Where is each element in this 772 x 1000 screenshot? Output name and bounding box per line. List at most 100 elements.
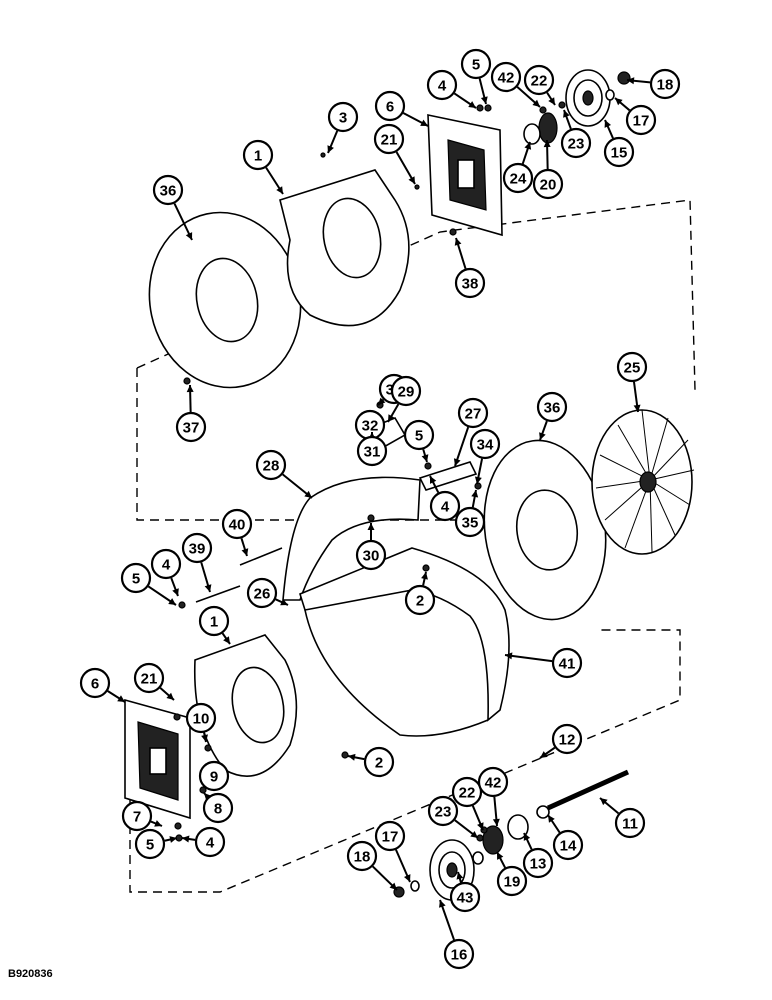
callout-circle: [523, 64, 555, 96]
leader-arrowhead: [604, 120, 612, 128]
callout-circle: [616, 351, 648, 383]
callout-number: 2: [375, 755, 383, 772]
callout-number: 5: [472, 57, 480, 74]
leader-arrowhead: [627, 77, 635, 85]
leader-arrowhead: [117, 695, 125, 702]
callout-29: 29: [387, 375, 422, 423]
callout-2: 2: [404, 571, 436, 616]
callout-labels: 1345621422218171523202438363733323129275…: [79, 48, 681, 970]
callout-circle: [496, 865, 528, 897]
leader-arrowhead: [456, 872, 464, 880]
callout-number: 3: [339, 110, 347, 127]
callout-circle: [429, 490, 461, 522]
callout-30: 30: [355, 523, 387, 571]
callout-number: 25: [624, 360, 641, 377]
callout-number: 43: [457, 890, 474, 907]
callout-circle: [449, 881, 481, 913]
callout-circle: [522, 847, 554, 879]
callout-number: 6: [91, 676, 99, 693]
callout-circle: [181, 532, 213, 564]
leader-arrowhead: [420, 119, 428, 126]
callout-circle: [346, 840, 378, 872]
leader-arrowhead: [168, 598, 176, 605]
leader-arrowhead: [505, 652, 513, 660]
callout-number: 18: [354, 849, 371, 866]
callout-circle: [120, 562, 152, 594]
callout-number: 1: [254, 148, 262, 165]
callout-23: 23: [427, 795, 479, 839]
callout-7: 7: [121, 800, 163, 832]
callout-circle: [202, 792, 234, 824]
callout-circle: [194, 826, 226, 858]
leader-arrowhead: [408, 176, 415, 184]
callout-number: 2: [416, 593, 424, 610]
callout-number: 19: [504, 874, 521, 891]
callout-circle: [374, 820, 406, 852]
callout-circle: [373, 123, 405, 155]
leader-arrowhead: [223, 636, 230, 644]
callout-circle: [490, 61, 522, 93]
leader-arrowhead: [276, 186, 283, 194]
callout-circle: [454, 267, 486, 299]
callout-number: 42: [498, 70, 515, 87]
callout-5: 5: [134, 828, 178, 860]
callout-circle: [152, 174, 184, 206]
leader-arrowhead: [378, 397, 386, 405]
callout-circle: [457, 397, 489, 429]
callout-circle: [443, 938, 475, 970]
callout-circle: [625, 104, 657, 136]
leader-arrowhead: [539, 432, 546, 440]
callout-circle: [551, 647, 583, 679]
callout-circle: [150, 548, 182, 580]
callout-number: 16: [451, 947, 468, 964]
callout-number: 36: [160, 183, 177, 200]
callout-circle: [255, 449, 287, 481]
leader-arrowhead: [497, 852, 504, 860]
leader-line: [439, 899, 455, 941]
callout-12: 12: [539, 723, 583, 759]
callout-25: 25: [616, 351, 648, 413]
callout-34: 34: [469, 428, 501, 485]
callout-circle: [242, 139, 274, 171]
callout-circle: [536, 391, 568, 423]
callout-20: 20: [532, 139, 564, 200]
callout-4: 4: [150, 548, 182, 597]
callout-circle: [327, 101, 359, 133]
leader-arrowhead: [453, 458, 461, 466]
callout-21: 21: [133, 662, 175, 701]
leader-arrowhead: [403, 874, 411, 882]
callout-21: 21: [373, 123, 416, 185]
callout-circle: [356, 435, 388, 467]
callout-circle: [175, 411, 207, 443]
callout-number: 34: [477, 437, 494, 454]
callout-1: 1: [198, 605, 231, 645]
callout-circle: [427, 795, 459, 827]
lower-shaft-part: [546, 769, 630, 811]
callout-2: 2: [347, 746, 395, 778]
leader-arrowhead: [169, 836, 177, 843]
upper-side-plate-part: [279, 169, 410, 327]
callout-number: 23: [568, 136, 585, 153]
callout-number: 13: [530, 856, 547, 873]
callout-circle: [552, 829, 584, 861]
callout-number: 11: [622, 816, 638, 833]
leader-arrowhead: [204, 584, 212, 592]
callout-number: 30: [363, 548, 380, 565]
callout-number: 21: [141, 671, 158, 688]
callout-39: 39: [181, 532, 213, 593]
leader-arrowhead: [186, 385, 194, 393]
callout-5: 5: [460, 48, 492, 105]
callout-circle: [477, 766, 509, 798]
callout-9: 9: [198, 760, 230, 792]
leader-arrowhead: [421, 454, 429, 462]
fan-wheel-part: [591, 409, 695, 555]
callout-18: 18: [346, 840, 398, 891]
callout-17: 17: [614, 97, 657, 136]
leader-arrowhead: [563, 110, 570, 118]
callout-15: 15: [603, 119, 635, 168]
callout-circle: [185, 702, 217, 734]
callout-22: 22: [523, 64, 556, 106]
callout-circle: [133, 662, 165, 694]
leader-arrowhead: [543, 140, 551, 148]
